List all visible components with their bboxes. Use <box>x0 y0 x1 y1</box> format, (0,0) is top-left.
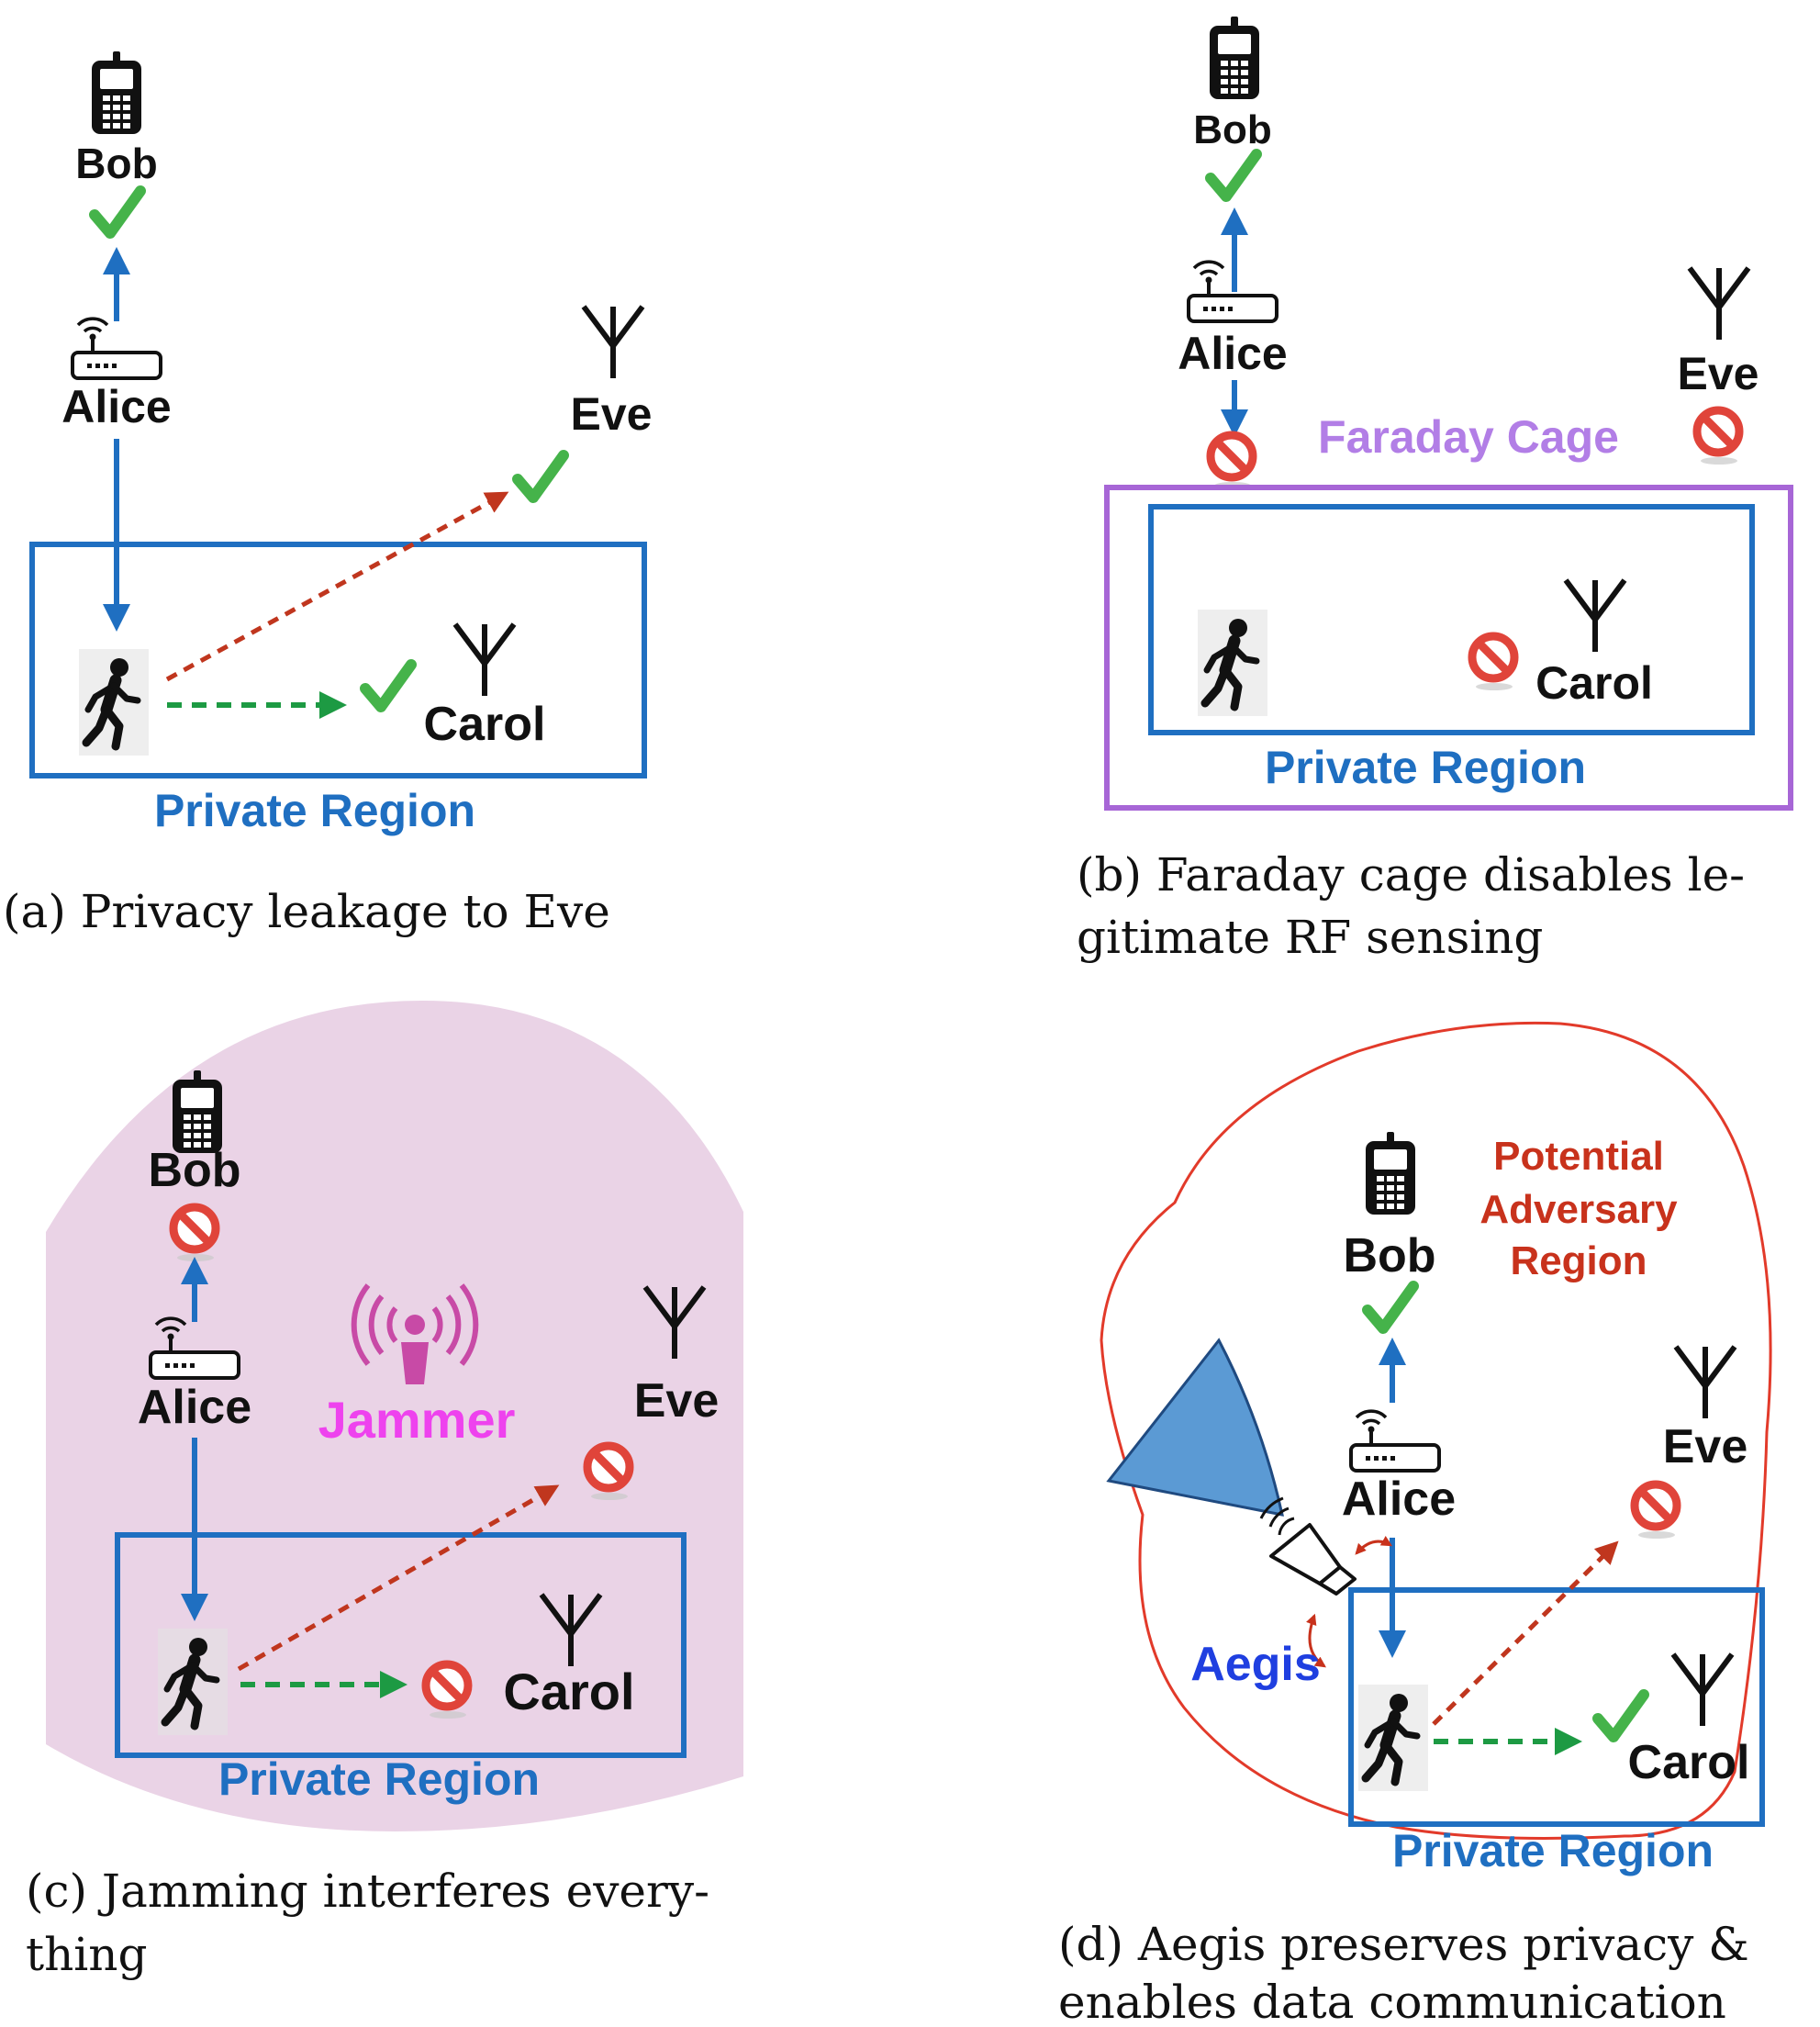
carol-label: Carol <box>503 1663 634 1720</box>
person-walking-icon <box>79 649 149 756</box>
caption-line: (d) Aegis preserves privacy & <box>1058 1918 1749 1971</box>
carol-label: Carol <box>1628 1736 1750 1789</box>
faraday-cage-label: Faraday Cage <box>1318 411 1619 463</box>
panel-b: Bob Alice Eve Faraday Cage Carol Private… <box>1077 17 1793 964</box>
private-region-label: Private Region <box>1265 742 1586 793</box>
rotation-arrow <box>1306 1613 1326 1668</box>
blocked-icon <box>1635 1484 1677 1539</box>
caption-line: (a) Privacy leakage to Eve <box>3 885 610 938</box>
caption-line: (b) Faraday cage disables le- <box>1077 848 1745 902</box>
caption-line: thing <box>26 1928 148 1981</box>
antenna-icon <box>1566 580 1625 652</box>
router-icon <box>1349 1409 1441 1473</box>
private-region-box <box>115 1532 687 1758</box>
adversary-label: Adversary <box>1479 1187 1678 1232</box>
check-icon <box>95 191 140 233</box>
blocked-icon <box>1697 410 1739 465</box>
antenna-icon <box>1676 1347 1735 1418</box>
adversary-region-outline <box>1100 1021 1772 1840</box>
antenna-icon <box>1673 1654 1732 1726</box>
jammer-label: Jammer <box>318 1391 516 1449</box>
adversary-label: Potential <box>1493 1134 1664 1179</box>
rotation-arrow <box>1355 1536 1393 1555</box>
carol-label: Carol <box>424 698 546 751</box>
faraday-cage-box <box>1104 485 1793 811</box>
alice-label: Alice <box>138 1381 251 1434</box>
private-region-box <box>1148 504 1755 735</box>
phone-icon <box>173 1070 222 1153</box>
caption-line: gitimate RF sensing <box>1077 911 1543 964</box>
alice-label: Alice <box>1178 328 1288 379</box>
jammer-icon <box>351 1283 479 1384</box>
eve-label: Eve <box>571 388 653 440</box>
panel-d: Potential Adversary Region Bob Alice Aeg… <box>1058 1021 1772 2027</box>
phone-icon <box>92 51 141 134</box>
phone-icon <box>1366 1132 1415 1215</box>
blocked-icon <box>1211 435 1253 489</box>
caption-line: (c) Jamming interferes every- <box>26 1865 709 1918</box>
private-region-label: Private Region <box>218 1753 540 1805</box>
check-icon <box>1368 1286 1413 1328</box>
person-walking-icon <box>158 1629 228 1735</box>
bob-label: Bob <box>1343 1229 1435 1282</box>
eve-label: Eve <box>634 1374 720 1428</box>
router-icon <box>71 317 162 380</box>
check-icon <box>518 455 564 498</box>
phone-icon <box>1210 17 1259 99</box>
blocked-icon <box>1472 636 1514 690</box>
antenna-icon <box>1690 268 1748 340</box>
alice-label: Alice <box>61 381 172 432</box>
leak-to-eve-arrow <box>165 491 509 682</box>
adversary-label: Region <box>1510 1238 1647 1283</box>
bob-label: Bob <box>148 1144 240 1197</box>
person-walking-icon <box>1358 1685 1428 1791</box>
eve-label: Eve <box>1663 1420 1748 1473</box>
alice-label: Alice <box>1342 1473 1456 1526</box>
panel-c: Bob Alice Jammer Eve Carol Private Regio… <box>26 1001 743 1981</box>
person-walking-icon <box>1198 610 1267 716</box>
private-region-label: Private Region <box>154 785 475 836</box>
panel-a: Bob Alice Eve Carol Private Region (a) P… <box>3 51 652 938</box>
leak-to-eve-arrow <box>237 1484 560 1672</box>
private-region-box <box>1348 1587 1765 1827</box>
carol-label: Carol <box>1535 657 1653 709</box>
aegis-device-icon <box>1259 1496 1357 1596</box>
antenna-icon <box>584 307 642 378</box>
caption-line: enables data communication <box>1058 1976 1726 2027</box>
check-icon <box>1211 154 1256 196</box>
private-region-label: Private Region <box>1392 1825 1714 1876</box>
eve-label: Eve <box>1678 348 1759 399</box>
private-region-box <box>29 542 647 778</box>
antenna-icon <box>455 624 514 696</box>
aegis-label: Aegis <box>1190 1638 1321 1691</box>
bob-label: Bob <box>1193 107 1272 152</box>
leak-to-eve-arrow <box>1432 1540 1619 1726</box>
bob-label: Bob <box>75 140 157 187</box>
check-icon <box>365 665 411 707</box>
check-icon <box>1598 1695 1644 1737</box>
